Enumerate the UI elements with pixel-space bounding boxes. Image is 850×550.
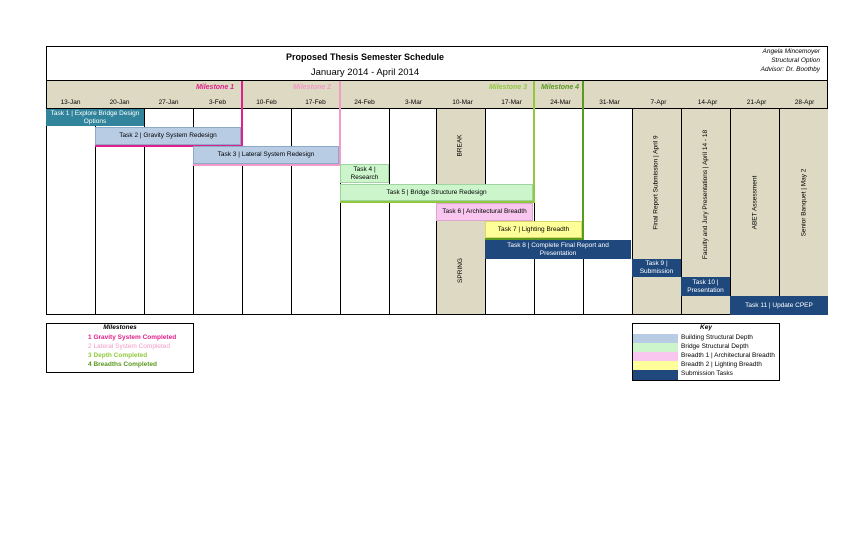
grid-line (779, 109, 780, 315)
grid-line (730, 109, 731, 315)
milestone-item-num: 1 (88, 334, 92, 341)
spring-label: SPRING (456, 257, 464, 283)
date-label: 10-Feb (256, 99, 277, 106)
date-label: 3-Mar (405, 99, 422, 106)
grid-line (681, 109, 682, 315)
date-label: 20-Jan (109, 99, 130, 106)
task-10-bar: Task 10 | Presentation (681, 277, 730, 296)
author-name: Angela Mincemoyer (762, 48, 820, 55)
milestone-4-line (582, 81, 584, 240)
date-label: 31-Mar (599, 99, 620, 106)
key-swatch-lighting (633, 361, 678, 370)
grid-line (144, 109, 145, 315)
task-2-bar: Task 2 | Gravity System Redesign (95, 127, 241, 145)
banquet-label: Senior Banquet | May 2 (800, 168, 807, 236)
milestone-2-underline (193, 164, 341, 166)
task-9-bar: Task 9 | Submission (632, 259, 681, 277)
date-label: 28-Apr (794, 99, 815, 106)
milestone-item-3: 3 Depth Completed (88, 352, 193, 359)
milestone-3-label: Milestone 3 (488, 84, 528, 91)
final-report-label: Final Report Submission | April 9 (653, 134, 660, 230)
date-label: 10-Mar (452, 99, 473, 106)
date-label: 3-Feb (209, 99, 226, 106)
task-6-bar: Task 6 | Architectural Breadth (436, 203, 533, 221)
task-11-bar: Task 11 | Update CPEP (730, 296, 828, 315)
spring-label-wrap: SPRING (436, 257, 485, 283)
author-option: Structural Option (771, 57, 820, 64)
schedule-title: Proposed Thesis Semester Schedule (285, 52, 445, 62)
schedule-subtitle: January 2014 - April 2014 (310, 67, 420, 78)
milestone-4-underline (485, 238, 584, 240)
task-4-line1: Task 4 | (353, 165, 376, 173)
grid-line (291, 109, 292, 315)
key-swatch-bridge (633, 343, 678, 352)
milestone-3-underline (340, 201, 535, 203)
faculty-label-wrap: Faculty and Jury Presentations | April 1… (681, 129, 730, 258)
key-swatch-building (633, 334, 678, 343)
milestone-item-1: 1 Gravity System Completed (88, 334, 193, 341)
break-label: BREAK (456, 133, 464, 157)
milestone-item-text: Gravity System Completed (93, 334, 177, 341)
date-label: 27-Jan (158, 99, 179, 106)
milestones-legend (46, 323, 194, 373)
key-label-submission: Submission Tasks (681, 370, 733, 377)
milestone-2-line (339, 81, 341, 166)
abet-label-wrap: ABET Assessment (730, 175, 779, 229)
date-label: 21-Apr (746, 99, 767, 106)
date-label: 24-Mar (550, 99, 571, 106)
grid-line (95, 109, 96, 315)
key-label-bridge: Bridge Structural Depth (681, 343, 749, 350)
grid-line (340, 109, 341, 315)
task-7-bar: Task 7 | Lighting Breadth (485, 221, 582, 238)
milestone-1-line (241, 81, 243, 146)
task-5-bar: Task 5 | Bridge Structure Redesign (340, 184, 533, 201)
key-label-building: Building Structural Depth (681, 334, 753, 341)
author-advisor: Advisor: Dr. Boothby (760, 66, 820, 73)
date-label: 14-Apr (697, 99, 718, 106)
date-label: 24-Feb (354, 99, 375, 106)
task-1-bar: Task 1 | Explore Bridge Design Options (46, 109, 144, 126)
milestone-1-underline (95, 145, 242, 147)
key-label-lighting: Breadth 2 | Lighting Breadth (681, 361, 762, 368)
task-4-bar: Task 4 | Research (340, 164, 389, 183)
milestone-item-4: 4 Breadths Completed (88, 361, 193, 368)
date-label: 17-Feb (305, 99, 326, 106)
title-block (46, 46, 828, 81)
milestone-1-label: Milestone 1 (195, 84, 235, 91)
grid-line (242, 109, 243, 315)
milestone-item-2: 2 Lateral System Completed (88, 343, 193, 350)
milestone-4-label: Milestone 4 (540, 84, 580, 91)
grid-line (632, 109, 633, 315)
grid-line (193, 109, 194, 315)
key-legend-title: Key (700, 324, 712, 331)
task-4-line2: Research (350, 173, 379, 181)
key-swatch-architectural (633, 352, 678, 361)
milestone-item-num: 3 (88, 352, 92, 359)
milestones-legend-title: Milestones (103, 324, 137, 331)
date-row: 13-Jan 20-Jan 27-Jan 3-Feb 10-Feb 17-Feb… (46, 97, 828, 109)
key-label-architectural: Breadth 1 | Architectural Breadth (681, 352, 775, 359)
banquet-label-wrap: Senior Banquet | May 2 (779, 168, 828, 236)
grid-line (534, 109, 535, 315)
date-label: 13-Jan (60, 99, 81, 106)
faculty-label: Faculty and Jury Presentations | April 1… (702, 129, 710, 259)
task-8-bar: Task 8 | Complete Final Report and Prese… (485, 240, 631, 259)
milestone-item-num: 4 (88, 361, 92, 368)
key-swatch-submission (633, 370, 678, 380)
milestone-item-num: 2 (88, 343, 92, 350)
milestone-2-label: Milestone 2 (292, 84, 332, 91)
milestone-item-text: Breadths Completed (93, 361, 158, 368)
milestone-3-line (533, 81, 535, 203)
grid-line (389, 109, 390, 315)
date-label: 17-Mar (501, 99, 522, 106)
milestone-item-text: Depth Completed (93, 352, 148, 359)
date-label: 7-Apr (650, 99, 667, 106)
abet-label: ABET Assessment (751, 175, 758, 229)
key-legend (632, 323, 780, 381)
task-3-bar: Task 3 | Lateral System Redesign (193, 146, 339, 164)
milestone-item-text: Lateral System Completed (93, 343, 171, 350)
header-row (46, 81, 828, 109)
break-label-wrap: BREAK (436, 133, 485, 157)
final-report-label-wrap: Final Report Submission | April 9 (632, 135, 681, 229)
